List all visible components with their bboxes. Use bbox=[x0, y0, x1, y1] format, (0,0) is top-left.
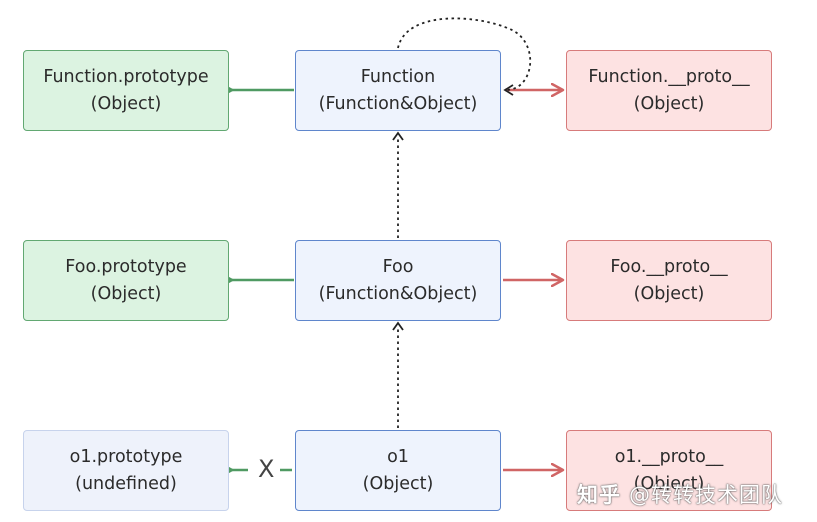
node-function-proto: Function.__proto__ (Object) bbox=[566, 50, 772, 131]
node-label: o1.prototype bbox=[69, 446, 183, 467]
node-type: (Object) bbox=[633, 93, 705, 114]
node-foo: Foo (Function&Object) bbox=[295, 240, 501, 321]
node-o1-prototype: o1.prototype (undefined) bbox=[23, 430, 229, 511]
watermark-author: @转转技术团队 bbox=[629, 483, 783, 507]
node-label: o1 bbox=[387, 446, 409, 467]
node-label: o1.__proto__ bbox=[614, 446, 724, 467]
node-type: (Object) bbox=[90, 93, 162, 114]
node-foo-proto: Foo.__proto__ (Object) bbox=[566, 240, 772, 321]
node-label: Function.prototype bbox=[43, 66, 209, 87]
node-type: (Object) bbox=[362, 473, 434, 494]
node-type: (Function&Object) bbox=[318, 283, 478, 304]
dotted-arrowhead-function bbox=[392, 131, 404, 141]
node-function: Function (Function&Object) bbox=[295, 50, 501, 131]
node-label: Foo.__proto__ bbox=[610, 256, 728, 277]
no-prototype-x-mark: X bbox=[258, 455, 275, 483]
watermark: 知乎 @转转技术团队 bbox=[577, 478, 783, 512]
node-label: Foo.prototype bbox=[65, 256, 187, 277]
node-function-prototype: Function.prototype (Object) bbox=[23, 50, 229, 131]
node-label: Foo bbox=[382, 256, 414, 277]
node-foo-prototype: Foo.prototype (Object) bbox=[23, 240, 229, 321]
dotted-arrowhead-foo bbox=[392, 321, 404, 331]
dotted-self-loop-arrowhead bbox=[503, 84, 514, 96]
node-type: (Object) bbox=[633, 283, 705, 304]
node-type: (Function&Object) bbox=[318, 93, 478, 114]
node-label: Function.__proto__ bbox=[588, 66, 750, 87]
node-type: (undefined) bbox=[75, 473, 177, 494]
node-type: (Object) bbox=[633, 473, 705, 494]
dotted-self-loop-function bbox=[397, 17, 532, 91]
node-o1-proto: o1.__proto__ (Object) bbox=[566, 430, 772, 511]
node-label: Function bbox=[360, 66, 436, 87]
node-type: (Object) bbox=[90, 283, 162, 304]
node-o1: o1 (Object) bbox=[295, 430, 501, 511]
watermark-brand: 知乎 bbox=[577, 483, 621, 507]
